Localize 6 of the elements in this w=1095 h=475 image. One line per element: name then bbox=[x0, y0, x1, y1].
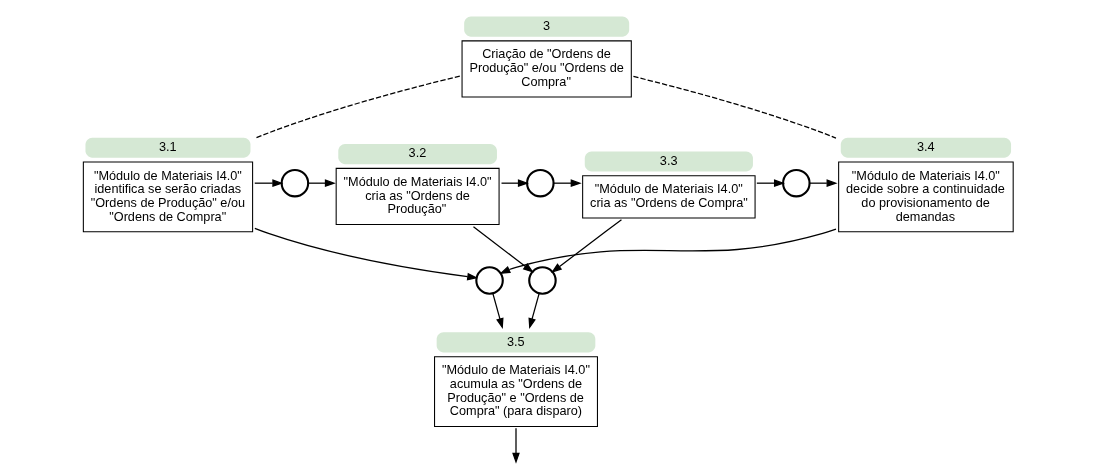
node-label: 3 bbox=[542, 18, 550, 33]
node-label: 3.1 bbox=[158, 140, 177, 155]
node-label: 3.3 bbox=[659, 153, 678, 168]
node-label: 3.5 bbox=[506, 334, 525, 349]
node-label: 3.2 bbox=[408, 146, 426, 161]
node-label: 3.4 bbox=[916, 140, 935, 155]
